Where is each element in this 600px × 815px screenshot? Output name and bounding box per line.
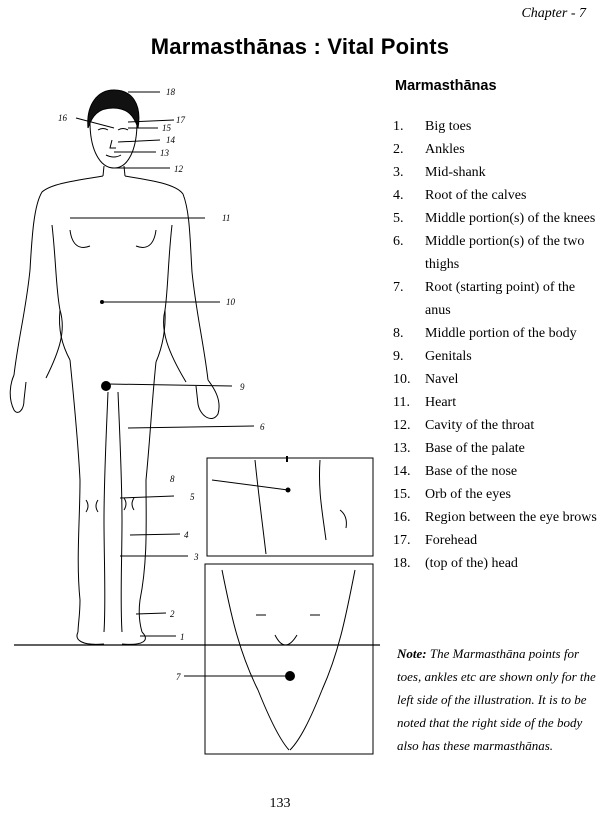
- item-number: 18.: [393, 556, 411, 571]
- list-item: 1. Big toes: [393, 115, 598, 138]
- item-number: 16.: [393, 510, 411, 525]
- item-text: Orb of the eyes: [425, 487, 511, 502]
- item-number: 15.: [393, 487, 411, 502]
- figure-label-1: 1: [180, 632, 185, 642]
- item-number: 4.: [393, 188, 404, 203]
- figure-label-5: 5: [190, 492, 195, 502]
- figure-label-14: 14: [166, 135, 176, 145]
- list-item: 14. Base of the nose: [393, 460, 598, 483]
- item-text: Root (starting point) of the anus: [425, 280, 576, 318]
- item-text: Middle portion(s) of the two thighs: [425, 234, 585, 272]
- page-title: Marmasthānas : Vital Points: [150, 34, 450, 59]
- item-text: Ankles: [425, 142, 465, 157]
- figure-label-3: 3: [193, 552, 199, 562]
- item-text: Base of the palate: [425, 441, 525, 456]
- figure-label-15: 15: [162, 123, 172, 133]
- list-item: 10. Navel: [393, 368, 598, 391]
- list-item: 4. Root of the calves: [393, 184, 598, 207]
- list-item: 9. Genitals: [393, 345, 598, 368]
- figure-label-7: 7: [176, 672, 181, 682]
- list-item: 17. Forehead: [393, 529, 598, 552]
- item-text: Navel: [425, 372, 459, 387]
- item-number: 17.: [393, 533, 411, 548]
- figure-label-8: 8: [170, 474, 175, 484]
- figure-label-18: 18: [166, 87, 176, 97]
- item-number: 3.: [393, 165, 404, 180]
- note-label: Note:: [397, 646, 427, 661]
- item-number: 11.: [393, 395, 410, 410]
- list-item: 6. Middle portion(s) of the two thighs: [393, 230, 598, 276]
- figure-label-10: 10: [226, 297, 236, 307]
- item-number: 5.: [393, 211, 404, 226]
- list-item: 11. Heart: [393, 391, 598, 414]
- figure-label-13: 13: [160, 148, 170, 158]
- figure-label-11: 11: [222, 213, 230, 223]
- item-number: 10.: [393, 372, 411, 387]
- item-number: 12.: [393, 418, 411, 433]
- item-number: 7.: [393, 280, 404, 295]
- note-text: The Marmasthāna points for toes, ankles …: [397, 646, 596, 753]
- item-text: Cavity of the throat: [425, 418, 535, 433]
- item-text: (top of the) head: [425, 556, 518, 571]
- item-text: Middle portion of the body: [425, 326, 577, 341]
- body-figure-svg: 18 16 17 15 14 13 12 11 10 9 6 8 5 4 3 2…: [9, 87, 380, 755]
- item-number: 2.: [393, 142, 404, 157]
- figure-label-2: 2: [170, 609, 175, 619]
- figure-label-9: 9: [240, 382, 245, 392]
- page-number: 133: [269, 796, 291, 811]
- footnote: Note: The Marmasthāna points for toes, a…: [397, 642, 599, 757]
- chapter-header: Chapter - 7: [521, 6, 586, 21]
- list-item: 18. (top of the) head: [393, 552, 598, 575]
- list-item: 16. Region between the eye brows: [393, 506, 598, 529]
- list-item: 7. Root (starting point) of the anus: [393, 276, 598, 322]
- item-text: Heart: [425, 395, 457, 410]
- list-item: 12. Cavity of the throat: [393, 414, 598, 437]
- item-text: Base of the nose: [425, 464, 518, 479]
- item-text: Root of the calves: [425, 188, 527, 203]
- list-item: 8. Middle portion of the body: [393, 322, 598, 345]
- list-item: 15. Orb of the eyes: [393, 483, 598, 506]
- list-item: 13. Base of the palate: [393, 437, 598, 460]
- item-text: Big toes: [425, 119, 472, 134]
- list-item: 3. Mid-shank: [393, 161, 598, 184]
- item-text: Forehead: [425, 533, 478, 548]
- item-number: 1.: [393, 119, 404, 134]
- list-item: 5. Middle portion(s) of the knees: [393, 207, 598, 230]
- list-heading: Marmasthānas: [395, 78, 497, 94]
- item-number: 8.: [393, 326, 404, 341]
- marmasthana-list: 1. Big toes 2. Ankles 3. Mid-shank 4. Root o…: [393, 115, 598, 575]
- figure-label-12: 12: [174, 164, 184, 174]
- list-item: 2. Ankles: [393, 138, 598, 161]
- item-text: Region between the eye brows: [425, 510, 597, 525]
- item-text: Mid-shank: [425, 165, 486, 180]
- body-illustration: 18 16 17 15 14 13 12 11 10 9 6 8 5 4 3 2…: [0, 70, 380, 760]
- item-text: Genitals: [425, 349, 472, 364]
- item-text: Middle portion(s) of the knees: [425, 211, 596, 226]
- item-number: 14.: [393, 464, 411, 479]
- figure-label-17: 17: [176, 115, 186, 125]
- item-number: 6.: [393, 234, 404, 249]
- figure-label-6: 6: [260, 422, 265, 432]
- figure-label-16: 16: [58, 113, 68, 123]
- item-number: 9.: [393, 349, 404, 364]
- figure-label-4: 4: [184, 530, 189, 540]
- item-number: 13.: [393, 441, 411, 456]
